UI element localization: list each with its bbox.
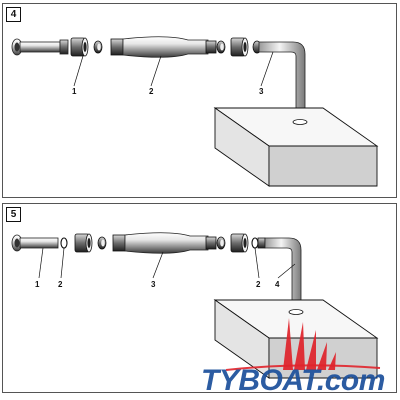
seal-ring-part xyxy=(216,236,226,250)
callout-label: 4 xyxy=(275,280,280,289)
coupling-nut-part xyxy=(230,233,249,253)
callout-label: 2 xyxy=(58,280,63,289)
seal-ring-part xyxy=(216,40,226,54)
step-number-badge: 4 xyxy=(6,7,21,22)
o-ring-part xyxy=(60,237,68,249)
callout-leaders xyxy=(73,51,274,87)
valve-body-part xyxy=(112,232,217,254)
callout-leaders xyxy=(38,247,296,279)
coupling-nut-part xyxy=(230,37,249,57)
o-ring-part xyxy=(251,237,259,249)
step-4-illustration: 1 2 3 xyxy=(11,36,379,187)
mounting-block xyxy=(213,107,379,187)
coupling-nut-part xyxy=(70,37,89,57)
seal-ring-part xyxy=(93,40,103,54)
inlet-tube-part xyxy=(11,234,59,252)
callout-label: 2 xyxy=(149,87,154,96)
coupling-nut-part xyxy=(74,233,93,253)
callout-label: 3 xyxy=(151,280,156,289)
step-4-panel: 4 xyxy=(2,3,397,198)
inlet-tube-part xyxy=(11,38,69,56)
valve-body-part xyxy=(110,36,217,58)
callout-label: 1 xyxy=(72,87,77,96)
callout-label: 3 xyxy=(259,87,264,96)
callout-label: 1 xyxy=(35,280,40,289)
elbow-pipe-part xyxy=(257,237,302,311)
seal-ring-part xyxy=(97,236,107,250)
tyboat-watermark-text: TYBOAT.com xyxy=(201,364,385,397)
step-number-badge: 5 xyxy=(6,207,21,222)
callout-label: 2 xyxy=(256,280,261,289)
